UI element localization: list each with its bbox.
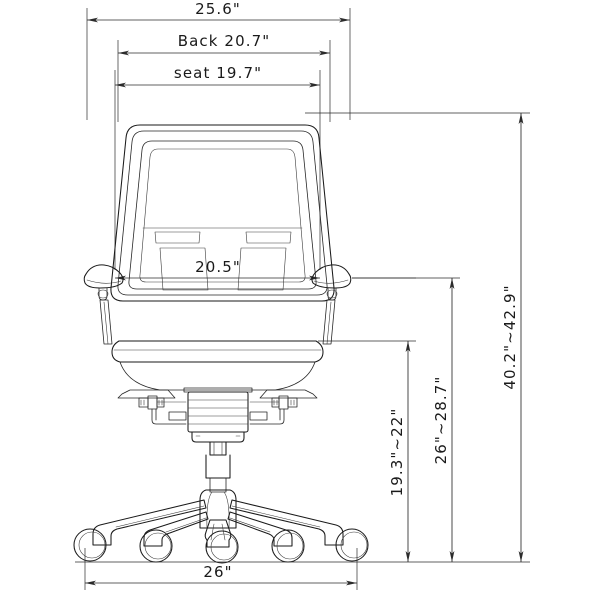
seat-cushion	[111, 340, 324, 399]
back-width-label: Back 20.7"	[178, 32, 270, 50]
mechanism-lever-right	[249, 395, 298, 425]
armrest-right	[311, 264, 352, 345]
dimension-armrest-height: 26"~28.7"	[352, 277, 460, 562]
dimension-armrest-width: 20.5"	[115, 258, 320, 281]
dimension-base-width: 26"	[85, 563, 357, 586]
caster-5	[335, 528, 369, 562]
extension-lines-right	[75, 112, 530, 563]
seat-width-label: seat 19.7"	[174, 64, 262, 82]
dimension-overall-width: 25.6"	[87, 0, 350, 23]
dimension-seat-width: seat 19.7"	[115, 64, 320, 88]
backrest-mesh-frame	[110, 124, 335, 302]
base-width-label: 26"	[203, 563, 232, 581]
armrest-width-label: 20.5"	[195, 258, 241, 276]
dimension-seat-height: 19.3"~22"	[388, 341, 411, 562]
mechanism-lever-left	[138, 395, 187, 425]
overall-height-label: 40.2"~42.9"	[501, 284, 519, 389]
gas-cylinder	[205, 441, 231, 493]
armrest-left	[83, 264, 124, 345]
dimension-back-width: Back 20.7"	[118, 32, 330, 56]
armrest-height-label: 26"~28.7"	[432, 376, 450, 465]
overall-width-label: 25.6"	[195, 0, 241, 18]
dimension-overall-height: 40.2"~42.9"	[501, 113, 524, 562]
caster-1	[73, 528, 107, 562]
caster-3	[205, 530, 239, 564]
tilt-mechanism	[138, 387, 298, 443]
five-star-base	[92, 489, 344, 548]
casters-group	[73, 528, 369, 564]
seat-height-label: 19.3"~22"	[388, 408, 406, 497]
